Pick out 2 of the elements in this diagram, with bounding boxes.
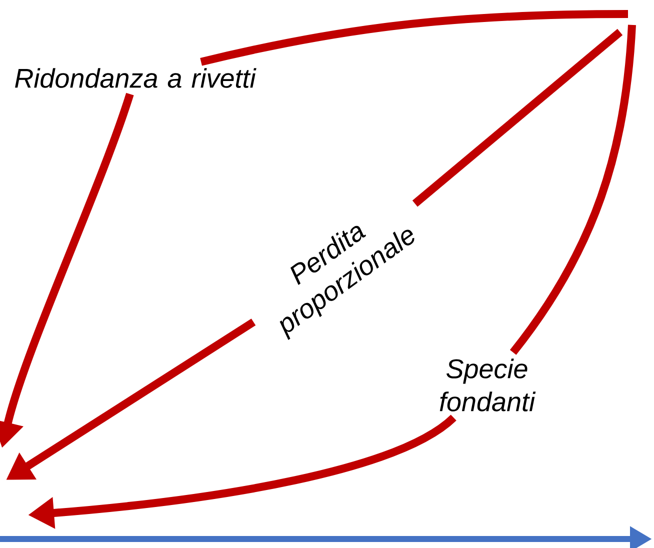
curve-label: Specie fondanti (440, 358, 536, 412)
curve-label: Ridondanza a rivetti (15, 68, 256, 88)
